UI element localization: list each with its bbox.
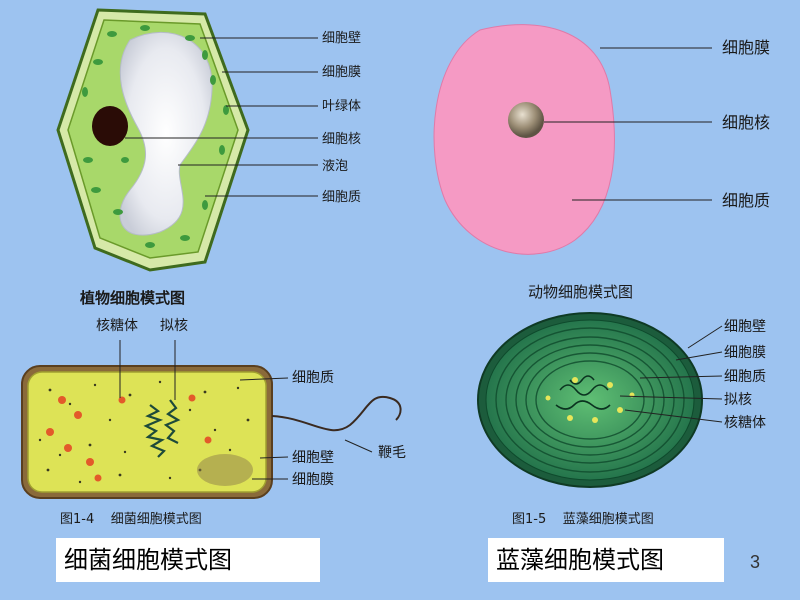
animal-leader-lines [544,47,712,201]
cyano-label-ribosome: 核糖体 [724,415,766,431]
bacteria-title-box: 细菌细胞模式图 [56,538,320,582]
chloroplasts [82,25,229,248]
animal-label-cytoplasm: 细胞质 [722,191,770,210]
bacterium-shadow [197,454,253,486]
bacterium-figure-caption: 图1-4 细菌细胞模式图 [60,512,202,527]
cyano-leader-lines [619,325,723,423]
bacterium-leader-lines [119,340,373,480]
bacterium-nucleoid [143,399,181,458]
bacterium-flagellum [271,395,402,432]
page-number: 3 [749,552,760,572]
bacterium-ribosome-dots [38,380,250,484]
bacteria-title: 细菌细胞模式图 [64,546,232,574]
plant-label-cytoplasm: 细胞质 [322,190,361,205]
plant-label-chloroplast: 叶绿体 [322,99,361,114]
animal-label-membrane: 细胞膜 [722,38,770,57]
cyano-membrane [485,319,695,481]
animal-nucleus [508,102,544,138]
cyano-label-membrane: 细胞膜 [724,345,766,361]
animal-cell-body [433,24,615,255]
cyanobacterium: 细胞壁 细胞膜 细胞质 拟核 核糖体 图1-5 蓝藻细胞模式图 [477,312,766,527]
bacterium: 核糖体 拟核 细胞质 细胞壁 细胞膜 鞭毛 图1-4 细菌细胞模式图 [21,318,406,527]
plant-label-membrane: 细胞膜 [322,65,361,80]
cyano-title-box: 蓝藻细胞模式图 [488,538,724,582]
bacterium-red-granules [46,394,212,482]
plant-label-wall: 细胞壁 [322,31,361,46]
cyano-thylakoid-rings [495,327,685,473]
cyano-labels: 细胞壁 细胞膜 细胞质 拟核 核糖体 [724,319,766,431]
bacterium-label-wall: 细胞壁 [292,450,334,466]
bacterium-label-ribosome: 核糖体 [96,318,138,334]
plant-leader-lines [125,37,318,197]
bacterium-right-labels: 细胞质 细胞壁 细胞膜 鞭毛 [292,370,406,488]
animal-caption: 动物细胞模式图 [528,283,633,301]
bacterium-label-membrane: 细胞膜 [292,472,334,488]
cyano-label-wall: 细胞壁 [724,319,766,335]
animal-cell: 细胞膜 细胞核 细胞质 动物细胞模式图 [433,24,770,301]
cyano-figure-caption: 图1-5 蓝藻细胞模式图 [512,512,654,527]
cyano-label-cytoplasm: 细胞质 [724,369,766,385]
cyano-nucleoid [555,375,611,410]
plant-label-nucleus: 细胞核 [322,132,361,147]
animal-labels: 细胞膜 细胞核 细胞质 [722,38,770,210]
bacterium-label-nucleoid: 拟核 [160,318,188,334]
cyano-title: 蓝藻细胞模式图 [496,546,664,574]
plant-nucleus [92,106,128,146]
plant-cell: 细胞壁 细胞膜 叶绿体 细胞核 液泡 细胞质 植物细胞模式图 [56,8,361,307]
animal-label-nucleus: 细胞核 [722,113,770,132]
bacterium-top-labels: 核糖体 拟核 [96,318,188,334]
bacterium-label-flagellum: 鞭毛 [378,445,406,461]
plant-label-vacuole: 液泡 [322,159,348,174]
cyano-label-nucleoid: 拟核 [724,392,752,408]
bacterium-label-cytoplasm: 细胞质 [292,370,334,386]
plant-labels: 细胞壁 细胞膜 叶绿体 细胞核 液泡 细胞质 [322,31,361,205]
plant-caption: 植物细胞模式图 [80,289,185,307]
